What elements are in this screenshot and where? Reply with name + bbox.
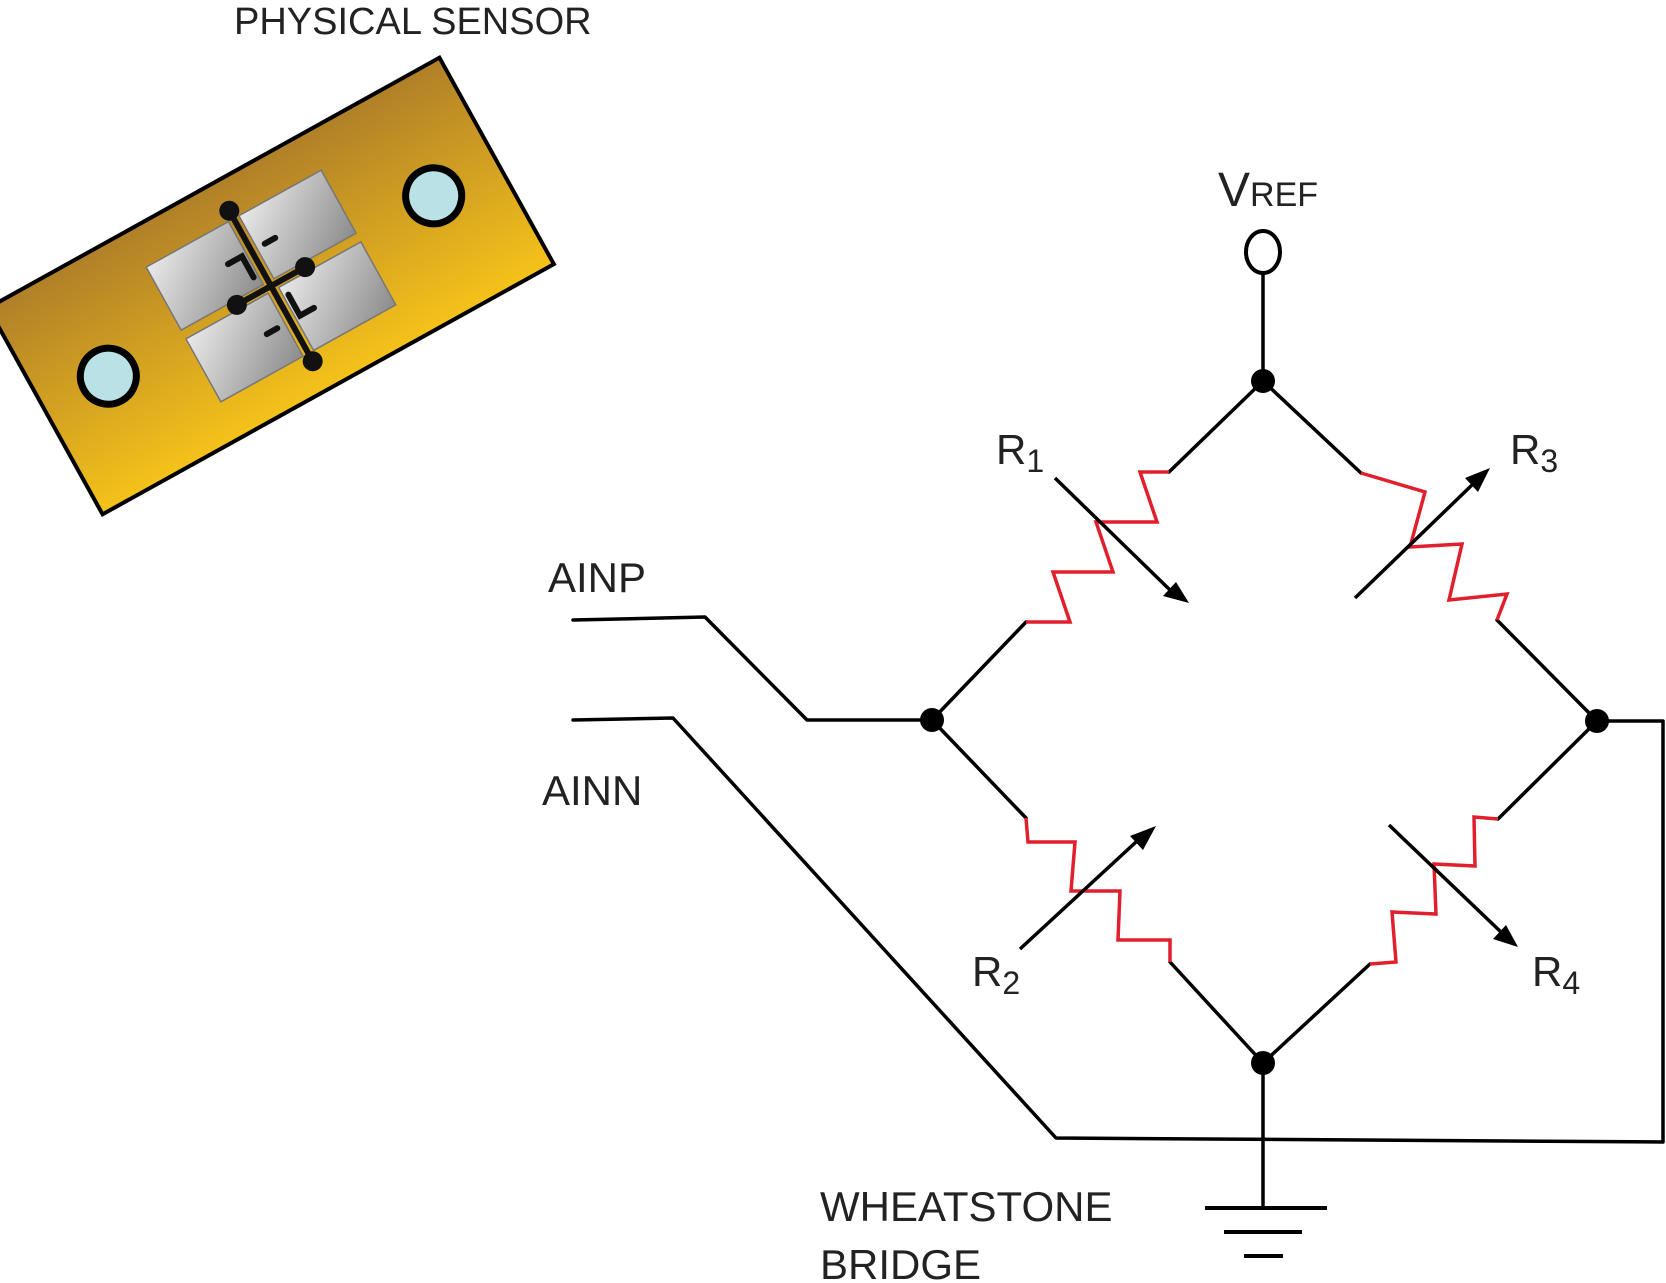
strain-gauge-pad bbox=[184, 292, 305, 403]
node-right bbox=[1585, 709, 1609, 733]
vref-label: VREF bbox=[1218, 164, 1318, 217]
resistor-r2 bbox=[1024, 817, 1172, 962]
r4-variable-arrow bbox=[1387, 823, 1504, 935]
strain-gauge-pad bbox=[237, 169, 358, 280]
r1-variable-arrow bbox=[1053, 476, 1172, 592]
r1-arrowhead bbox=[1163, 582, 1189, 603]
mount-hole-left bbox=[76, 344, 140, 408]
resistor-r4 bbox=[1369, 815, 1499, 966]
ainn-label: AINN bbox=[542, 767, 642, 814]
sensor-traces bbox=[224, 207, 318, 365]
sensor-contact bbox=[302, 351, 323, 372]
ground-symbol bbox=[1205, 1206, 1327, 1258]
r2-arrowhead bbox=[1130, 826, 1156, 850]
r3-label: R3 bbox=[1510, 426, 1558, 479]
node-bottom bbox=[1251, 1051, 1275, 1075]
node-top bbox=[1251, 369, 1275, 393]
strain-gauge-pad bbox=[145, 220, 265, 332]
r3-variable-arrow bbox=[1353, 483, 1474, 600]
ainp-label: AINP bbox=[548, 554, 646, 601]
bridge-wires bbox=[930, 379, 1599, 1065]
node-left bbox=[920, 708, 944, 732]
r3-arrowhead bbox=[1465, 468, 1490, 492]
bridge-label-line2: BRIDGE bbox=[820, 1241, 981, 1283]
strain-gauge-pad bbox=[277, 240, 397, 352]
ainp-wire bbox=[571, 615, 934, 722]
r4-label: R4 bbox=[1532, 948, 1580, 1001]
r2-variable-arrow bbox=[1018, 840, 1138, 951]
bridge-label-line1: WHEATSTONE bbox=[820, 1183, 1112, 1230]
physical-sensor bbox=[0, 54, 557, 518]
vref-terminal bbox=[1244, 229, 1282, 275]
sensor-contact bbox=[219, 200, 240, 221]
resistor-r1 bbox=[1026, 470, 1169, 624]
physical-sensor-label: PHYSICAL SENSOR bbox=[234, 1, 592, 43]
ainn-wire bbox=[571, 716, 1665, 1144]
sensor-contact bbox=[226, 294, 247, 315]
mount-hole-right bbox=[402, 164, 466, 228]
sensor-contact bbox=[295, 257, 316, 278]
r2-label: R2 bbox=[972, 948, 1020, 1001]
resistor-r3 bbox=[1360, 471, 1510, 621]
r4-arrowhead bbox=[1493, 925, 1518, 947]
r1-label: R1 bbox=[996, 426, 1044, 479]
